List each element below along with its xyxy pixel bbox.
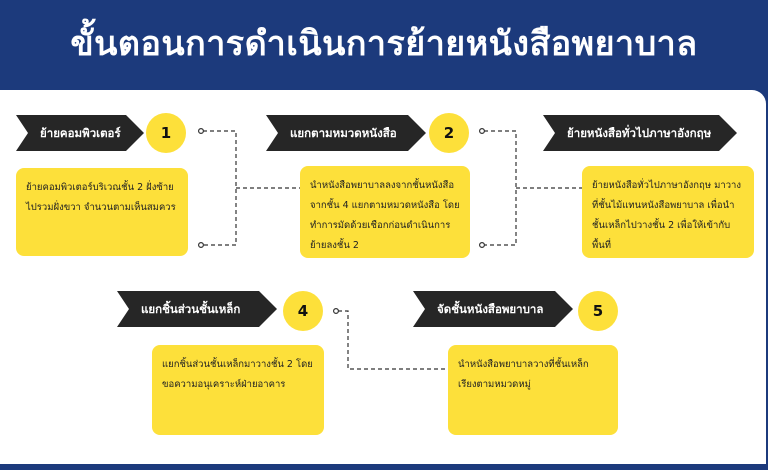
- header: ขั้นตอนการดำเนินการย้ายหนังสือพยาบาล: [0, 0, 768, 90]
- step-1-banner: ย้ายคอมพิวเตอร์: [16, 115, 144, 151]
- step-1-detail: ย้ายคอมพิวเตอร์บริเวณชั้น 2 ฝั่งซ้าย ไปร…: [16, 168, 188, 256]
- connector-dot: [479, 242, 486, 249]
- step-2-detail: นำหนังสือพยาบาลลงจากชั้นหนังสือ จากชั้น …: [300, 166, 470, 258]
- step-2-number: 2: [429, 113, 469, 153]
- step-5-banner: จัดชั้นหนังสือพยาบาล: [413, 291, 573, 327]
- step-4-detail: แยกชิ้นส่วนชั้นเหล็กมาวางชั้น 2 โดยขอควา…: [152, 345, 324, 435]
- bottom-bar: [0, 464, 768, 470]
- connector-dot: [333, 308, 340, 315]
- step-5-number: 5: [578, 291, 618, 331]
- step-1-number: 1: [146, 113, 186, 153]
- step-2-banner: แยกตามหมวดหนังสือ: [266, 115, 426, 151]
- connector-dot: [198, 242, 205, 249]
- connector-dot: [479, 128, 486, 135]
- step-5-detail: นำหนังสือพยาบาลวางที่ชั้นเหล็ก เรียงตามห…: [448, 345, 618, 435]
- step-4-banner: แยกชิ้นส่วนชั้นเหล็ก: [117, 291, 277, 327]
- connector-dot: [198, 128, 205, 135]
- step-3-banner: ย้ายหนังสือทั่วไปภาษาอังกฤษ: [543, 115, 737, 151]
- step-3-detail: ย้ายหนังสือทั่วไปภาษาอังกฤษ มาวางที่ชั้น…: [582, 166, 754, 258]
- page-title: ขั้นตอนการดำเนินการย้ายหนังสือพยาบาล: [70, 24, 698, 64]
- step-4-number: 4: [283, 291, 323, 331]
- content-panel: [0, 90, 766, 464]
